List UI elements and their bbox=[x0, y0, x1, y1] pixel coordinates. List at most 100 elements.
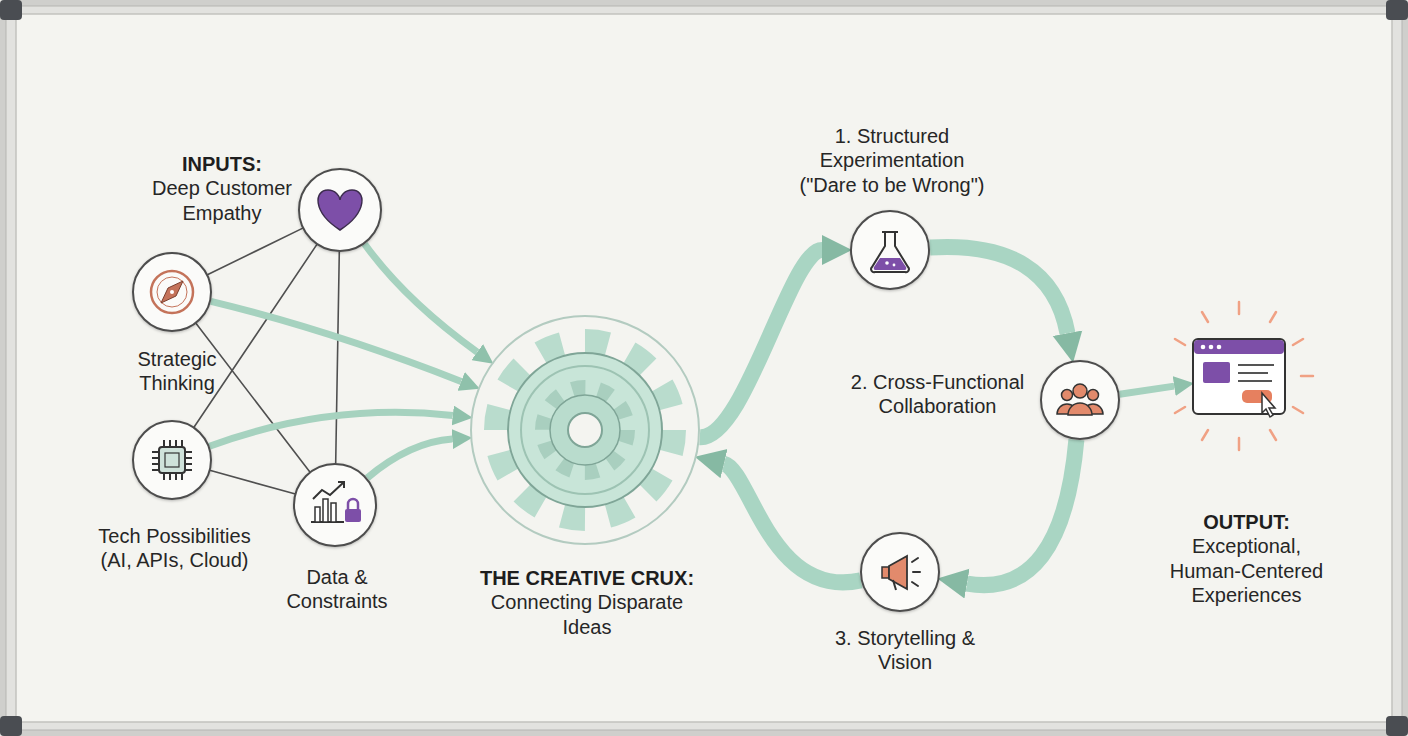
browser-dot bbox=[1201, 345, 1206, 350]
node-label: OUTPUT:Exceptional, Human-Centered Exper… bbox=[1164, 510, 1329, 608]
node-label: THE CREATIVE CRUX:Connecting Disparate I… bbox=[467, 566, 707, 639]
network-line bbox=[194, 245, 316, 427]
loop-arrow bbox=[724, 464, 861, 583]
node-text: Deep Customer Empathy bbox=[142, 176, 302, 225]
node-label: 2. Cross-Functional Collaboration bbox=[840, 370, 1035, 419]
compass-rim bbox=[151, 271, 193, 313]
flow-arrow bbox=[211, 301, 461, 381]
loop-arrow bbox=[967, 440, 1076, 585]
chip-pins bbox=[152, 440, 192, 480]
heart-icon bbox=[318, 190, 362, 230]
flow-arrow bbox=[365, 244, 478, 352]
node-heading: OUTPUT: bbox=[1164, 510, 1329, 534]
person-body bbox=[1057, 404, 1077, 414]
compass-icon bbox=[151, 271, 193, 313]
node-text: Strategic Thinking bbox=[112, 347, 242, 396]
flow-arrow bbox=[1120, 386, 1175, 394]
network-line bbox=[196, 324, 309, 472]
browser-bar bbox=[1194, 340, 1284, 354]
crux-ring: THE CREATIVE CRUX:Connecting Disparate I… bbox=[470, 315, 700, 545]
chart-trend bbox=[313, 482, 344, 499]
board-surface bbox=[16, 14, 1392, 722]
node-label: 1. Structured Experimentation ("Dare to … bbox=[797, 124, 987, 197]
node-text: Connecting Disparate Ideas bbox=[467, 590, 707, 639]
network-line bbox=[211, 471, 295, 494]
chart-icon bbox=[311, 482, 361, 522]
padlock-shackle bbox=[348, 499, 358, 509]
node-heading: INPUTS: bbox=[142, 152, 302, 176]
corner-cap bbox=[1386, 716, 1408, 736]
flask-liquid bbox=[874, 258, 907, 270]
person-head bbox=[1088, 390, 1099, 401]
chart-bar bbox=[331, 503, 336, 522]
glow-rays bbox=[1175, 302, 1313, 450]
browser-dot bbox=[1209, 345, 1214, 350]
icon-circle: 2. Cross-Functional Collaboration bbox=[1040, 360, 1120, 440]
flask-icon bbox=[871, 232, 909, 272]
node-label: Tech Possibilities (AI, APIs, Cloud) bbox=[82, 524, 267, 573]
person-head bbox=[1073, 384, 1087, 398]
node-heading: THE CREATIVE CRUX: bbox=[467, 566, 707, 590]
node-label: Data & Constraints bbox=[277, 565, 397, 614]
browser-icon bbox=[1175, 302, 1313, 450]
chip-core bbox=[165, 453, 179, 467]
megaphone-cone bbox=[889, 556, 907, 589]
cursor bbox=[1262, 393, 1275, 417]
megaphone-grip bbox=[882, 567, 889, 578]
padlock-body bbox=[345, 509, 361, 522]
node-text: 1. Structured Experimentation ("Dare to … bbox=[797, 124, 987, 197]
icon-circle: INPUTS:Deep Customer Empathy bbox=[298, 168, 382, 252]
chart-bar bbox=[315, 507, 320, 522]
person-body bbox=[1068, 403, 1092, 415]
inner-gear-teeth bbox=[543, 388, 627, 472]
node-text: 2. Cross-Functional Collaboration bbox=[840, 370, 1035, 419]
chart-bar bbox=[323, 499, 328, 522]
chart-baseline bbox=[311, 521, 344, 523]
corner-cap bbox=[1386, 0, 1408, 20]
gear-teeth bbox=[497, 342, 673, 518]
node-text: Data & Constraints bbox=[277, 565, 397, 614]
gear-ring bbox=[521, 366, 649, 494]
flask-bubble bbox=[893, 264, 896, 267]
icon-circle: 1. Structured Experimentation ("Dare to … bbox=[850, 210, 930, 290]
gear-icon bbox=[497, 342, 673, 518]
inner-gear-body bbox=[550, 395, 620, 465]
person-body bbox=[1083, 404, 1103, 414]
node-label: Strategic Thinking bbox=[112, 347, 242, 396]
icon-circle: Data & Constraints bbox=[293, 463, 377, 547]
icon-circle: Tech Possibilities (AI, APIs, Cloud) bbox=[132, 420, 212, 500]
corner-cap bbox=[0, 716, 22, 736]
node-text: 3. Storytelling & Vision bbox=[830, 626, 980, 675]
compass-needle bbox=[161, 281, 183, 303]
network-line bbox=[208, 228, 302, 274]
node-label: 3. Storytelling & Vision bbox=[830, 626, 980, 675]
browser-dot bbox=[1217, 345, 1222, 350]
flask-outline bbox=[871, 232, 909, 272]
flask-bubble bbox=[885, 261, 889, 265]
compass-pivot bbox=[170, 290, 174, 294]
node-label: INPUTS:Deep Customer Empathy bbox=[142, 152, 302, 225]
gear-hole bbox=[568, 413, 602, 447]
icon-circle: 3. Storytelling & Vision bbox=[860, 532, 940, 612]
node-text: Tech Possibilities (AI, APIs, Cloud) bbox=[82, 524, 267, 573]
chip-icon bbox=[152, 440, 192, 480]
output-window: OUTPUT:Exceptional, Human-Centered Exper… bbox=[1192, 338, 1286, 415]
flow-arrow bbox=[210, 412, 453, 446]
chip-body bbox=[159, 447, 185, 473]
browser-image bbox=[1203, 362, 1230, 383]
icon-circle: Strategic Thinking bbox=[132, 252, 212, 332]
loop-arrow bbox=[930, 247, 1068, 333]
gear-body bbox=[508, 353, 662, 507]
megaphone-handle bbox=[893, 580, 896, 590]
person-head bbox=[1062, 390, 1073, 401]
frame-rim bbox=[6, 6, 1402, 730]
flow-arrow bbox=[367, 439, 452, 478]
people-icon bbox=[1057, 384, 1103, 415]
browser-lines bbox=[1238, 365, 1274, 381]
browser-button bbox=[1242, 390, 1272, 403]
megaphone-icon bbox=[882, 556, 920, 590]
